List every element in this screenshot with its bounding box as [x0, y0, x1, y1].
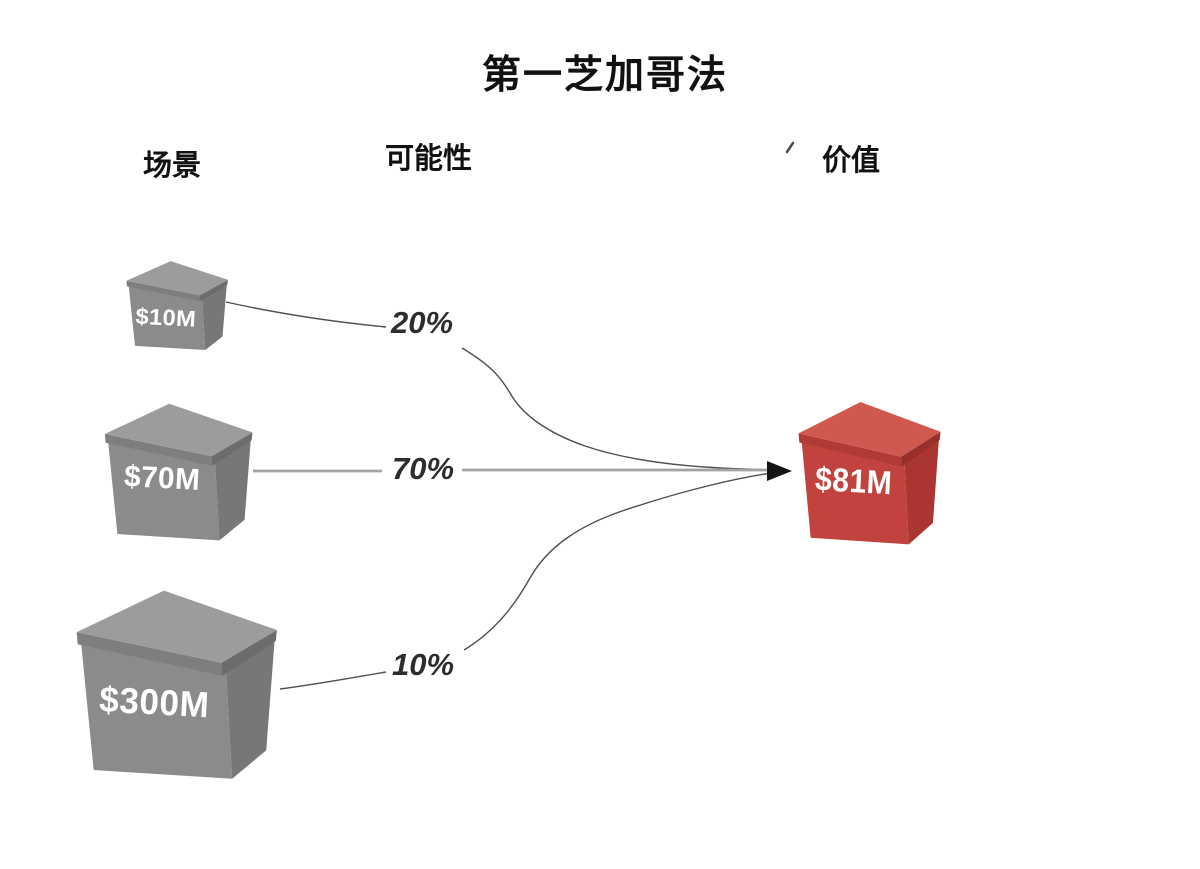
line-box10m-to-20pct [225, 301, 387, 328]
box-lid-lip-side [901, 431, 941, 467]
probability-label-10: 10% [392, 647, 455, 682]
arrowhead-icon [767, 461, 792, 481]
box-lid-lip-side [221, 629, 277, 676]
curve-10pct-to-value [463, 471, 780, 651]
box-lid-lip-front [104, 433, 213, 466]
stray-tick-mark [785, 141, 795, 154]
box-lid-lip-front [126, 280, 201, 302]
box-front-face [128, 284, 206, 350]
line-box300m-to-10pct [279, 671, 387, 690]
result-box-81m: $81M [798, 401, 941, 545]
column-header-value: 价值 [822, 145, 881, 177]
scenario-box-10m: $10M [126, 261, 228, 350]
scenario-box-300m: $300M [76, 590, 277, 779]
scenario-box-label: $70M [123, 460, 201, 497]
box-lid-lip-front [76, 632, 223, 676]
box-lid-lip-side [211, 432, 253, 466]
probability-label-20: 20% [391, 305, 454, 340]
box-front-face [801, 440, 909, 545]
probability-label-70: 70% [392, 451, 455, 486]
column-header-probability: 可能性 [385, 143, 473, 175]
scenario-box-label: $300M [98, 679, 210, 725]
box-lid-top [798, 401, 941, 457]
box-side-face [904, 438, 939, 545]
box-side-face [202, 283, 227, 350]
result-box-label: $81M [814, 460, 893, 502]
box-side-face [214, 438, 251, 541]
box-lid-top [126, 261, 228, 296]
box-lid-top [76, 590, 277, 663]
box-lid-lip-front [798, 433, 902, 467]
box-front-face [107, 440, 220, 541]
box-front-face [80, 640, 233, 779]
scenario-box-label: $10M [135, 303, 197, 331]
curve-20pct-to-value [461, 347, 780, 471]
box-side-face [225, 638, 275, 779]
box-lid-top [104, 403, 253, 457]
scenario-box-70m: $70M [104, 403, 253, 541]
column-header-scenario: 场景 [143, 150, 202, 182]
page-title: 第一芝加哥法 [481, 54, 728, 97]
box-lid-lip-side [199, 279, 228, 302]
